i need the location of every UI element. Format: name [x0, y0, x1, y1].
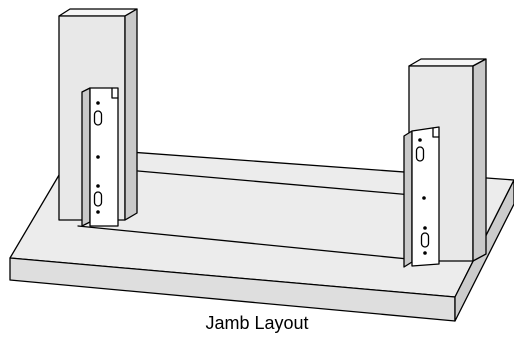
- left-mounting-bracket: [81, 87, 119, 227]
- right-bracket-hole-1: [418, 138, 422, 142]
- right-bracket-slot-1: [415, 146, 425, 162]
- right-jamb-side: [472, 58, 487, 262]
- left-bracket-plate: [89, 87, 119, 227]
- right-bracket-lip: [432, 127, 440, 138]
- right-mounting-bracket: [403, 126, 440, 268]
- right-bracket-slot-2: [420, 232, 430, 248]
- left-bracket-hole-1: [96, 101, 100, 105]
- right-bracket-hole-3: [423, 226, 427, 230]
- left-bracket-lip: [111, 87, 119, 99]
- left-bracket-slot-2: [93, 191, 103, 207]
- figure-caption: Jamb Layout: [205, 313, 309, 333]
- left-bracket-hole-2: [96, 155, 100, 159]
- left-bracket-hole-4: [96, 210, 100, 214]
- right-bracket-flange: [403, 130, 413, 268]
- floor-channel: [77, 225, 439, 263]
- left-jamb-side: [124, 8, 138, 221]
- right-bracket-hole-4: [423, 251, 427, 255]
- left-bracket-flange: [81, 87, 91, 227]
- left-jamb-top: [58, 8, 138, 17]
- left-bracket-hole-3: [96, 184, 100, 188]
- right-bracket-plate: [411, 126, 440, 267]
- floor-channel-edge: [137, 170, 413, 196]
- right-bracket-hole-2: [422, 196, 426, 200]
- left-bracket-slot-1: [93, 110, 103, 126]
